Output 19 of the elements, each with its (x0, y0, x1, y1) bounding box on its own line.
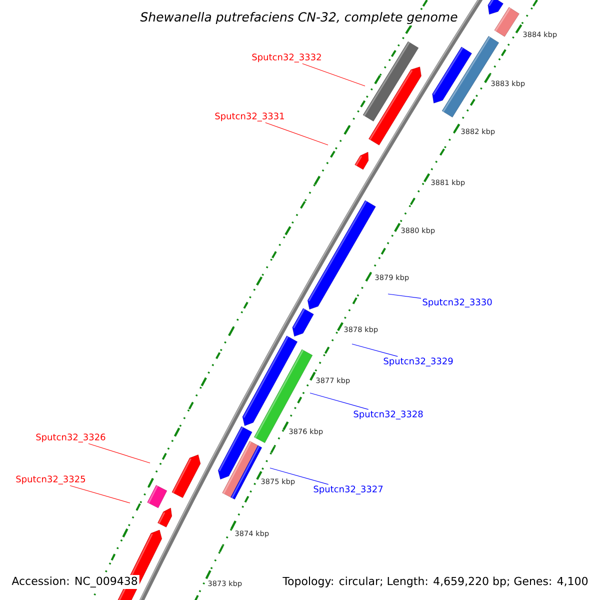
gene-label: Sputcn32_3329 (384, 358, 453, 366)
gene-label: Sputcn32_3332 (252, 54, 321, 62)
leader-line (352, 344, 398, 357)
leader-line (270, 468, 329, 485)
leader-line (70, 485, 130, 504)
leader-line (302, 63, 366, 86)
gene-label: Sputcn32_3328 (354, 410, 423, 420)
gene-label: Sputcn32_3326 (36, 434, 106, 442)
info-text: Accession: NC_009438 (10, 575, 140, 589)
gene-label: Sputcn32_3331 (215, 112, 284, 122)
leader-line (310, 392, 369, 410)
title: Shewanella putrefaciens CN-32, complete genome (138, 10, 460, 26)
gene-label: Sputcn32_3325 (16, 476, 86, 484)
gene-label: Sputcn32_3327 (314, 486, 383, 494)
gene-label: Sputcn32_3330 (422, 298, 492, 308)
leader-line (388, 294, 422, 299)
leader-line (88, 443, 150, 464)
info-text: Topology: circular; Length: 4,659,220 bp; Genes: 4,100 (281, 575, 590, 589)
leader-line (265, 122, 328, 146)
